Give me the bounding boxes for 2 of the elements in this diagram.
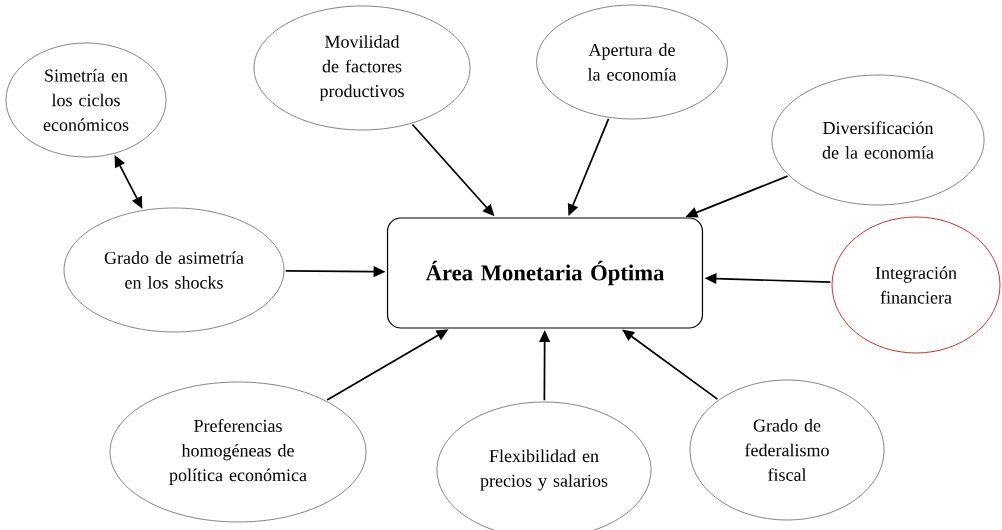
- arrow: [622, 329, 719, 400]
- central-box: Área Monetaria Óptima: [386, 217, 704, 329]
